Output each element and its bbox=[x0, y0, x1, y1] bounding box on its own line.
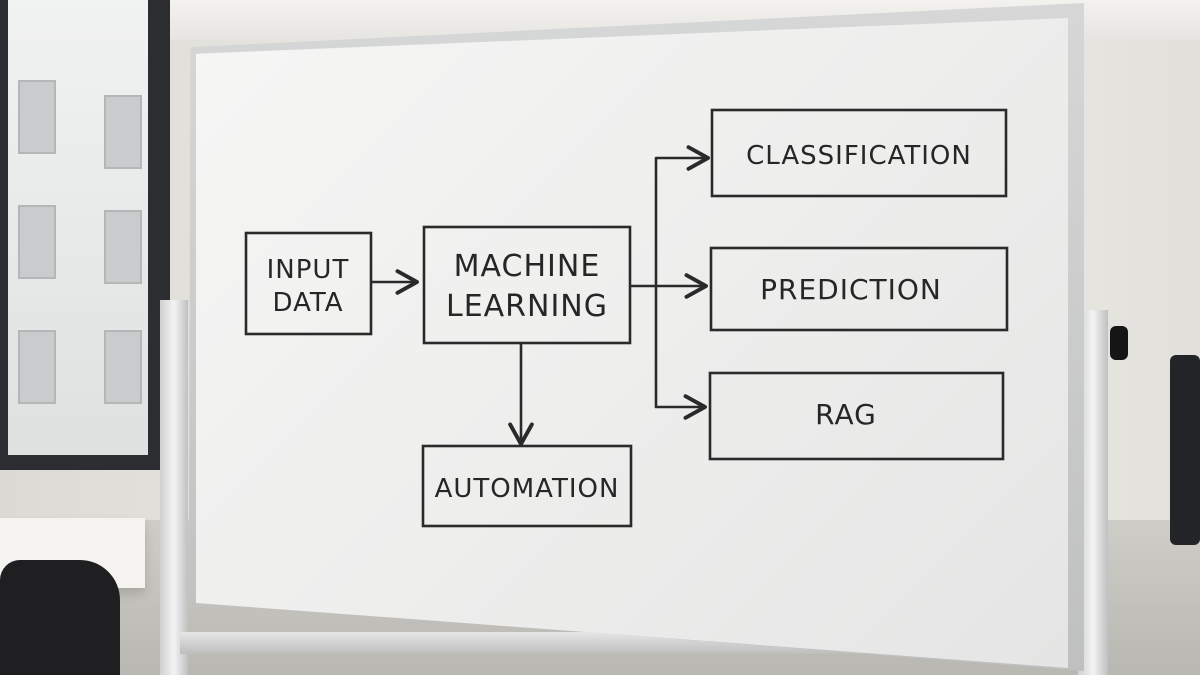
node-input-data-line1: INPUT bbox=[267, 255, 350, 285]
node-classification-label: CLASSIFICATION bbox=[746, 141, 972, 171]
node-prediction: PREDICTION bbox=[709, 246, 1009, 332]
arrow-ml-to-rag bbox=[654, 284, 707, 420]
whiteboard-surface bbox=[196, 18, 1068, 668]
arrow-ml-to-classification bbox=[654, 145, 710, 288]
building-window bbox=[18, 205, 56, 279]
node-machine-learning-line2: LEARNING bbox=[446, 289, 608, 324]
node-input-data: INPUT DATA bbox=[244, 231, 373, 336]
stand-leg-left bbox=[160, 300, 188, 675]
building-window bbox=[104, 330, 142, 404]
office-window bbox=[0, 0, 170, 470]
node-rag-label: RAG bbox=[815, 398, 877, 431]
building-window bbox=[18, 330, 56, 404]
office-chair bbox=[0, 560, 120, 675]
window-glass bbox=[8, 0, 148, 455]
building-window bbox=[104, 95, 142, 169]
node-machine-learning: MACHINE LEARNING bbox=[422, 225, 632, 345]
node-input-data-line2: DATA bbox=[273, 288, 344, 318]
node-automation: AUTOMATION bbox=[421, 444, 633, 528]
node-rag: RAG bbox=[708, 371, 1005, 461]
building-window bbox=[104, 210, 142, 284]
node-prediction-label: PREDICTION bbox=[760, 273, 942, 306]
building-window bbox=[18, 80, 56, 154]
pivot-knob bbox=[1110, 326, 1128, 360]
node-machine-learning-line1: MACHINE bbox=[454, 249, 601, 284]
office-chair-right bbox=[1170, 355, 1200, 545]
node-automation-label: AUTOMATION bbox=[435, 474, 620, 504]
node-classification: CLASSIFICATION bbox=[710, 108, 1008, 198]
